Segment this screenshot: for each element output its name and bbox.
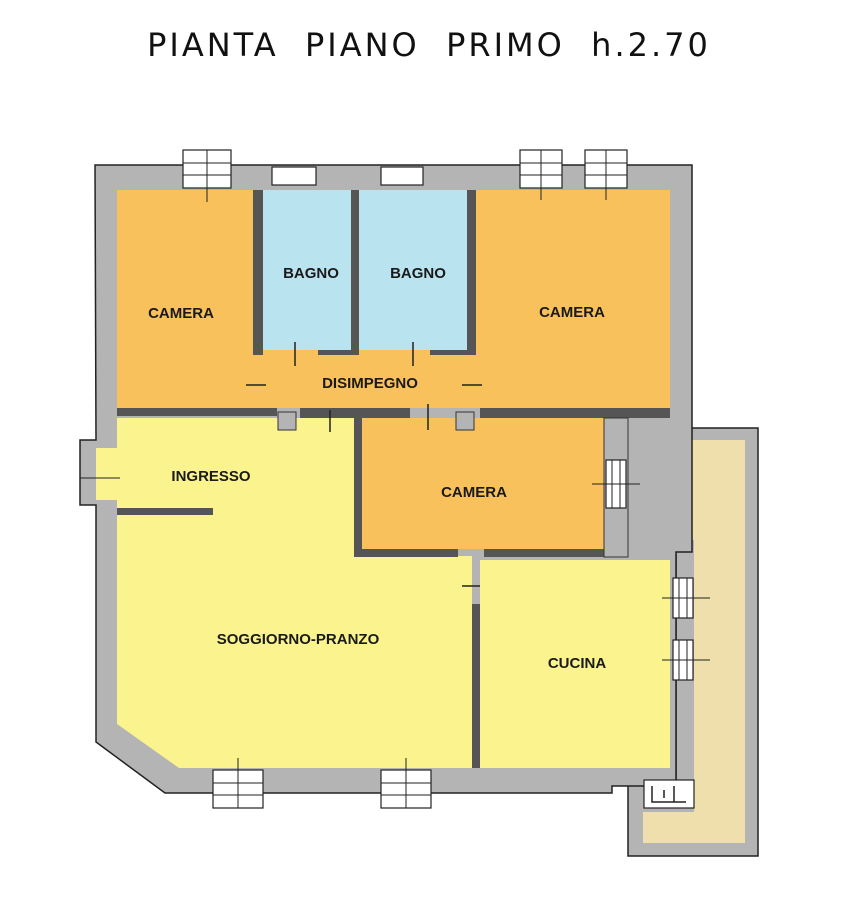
pillar-1: [277, 411, 297, 431]
wall-camera-center-bottom-2: [484, 549, 628, 557]
label-bagno-2: BAGNO: [390, 265, 446, 282]
terrace-floor: [640, 440, 745, 843]
camera-center-room: [362, 418, 604, 549]
label-camera-right: CAMERA: [539, 304, 605, 321]
bagno-2-room: [359, 190, 467, 350]
disimpegno-room: [117, 350, 670, 408]
wall-bagno1-bottom: [318, 350, 351, 355]
label-bagno-1: BAGNO: [283, 265, 339, 282]
window-bagno-2: [380, 166, 424, 186]
label-camera-center: CAMERA: [441, 484, 507, 501]
window-bagno-1: [271, 166, 317, 186]
ingresso-room: [96, 448, 117, 500]
label-ingresso: INGRESSO: [171, 468, 251, 485]
interior-walls: [117, 190, 670, 768]
wall-bagni-left: [253, 190, 263, 355]
label-disimpegno: DISIMPEGNO: [322, 375, 418, 392]
label-camera-left: CAMERA: [148, 305, 214, 322]
plan-title: PIANTA PIANO PRIMO h.2.70: [147, 26, 711, 64]
wall-bagni-right: [467, 190, 476, 355]
pillar-2: [455, 411, 475, 431]
label-cucina: CUCINA: [548, 655, 606, 672]
wall-bagno2-bottom: [430, 350, 467, 355]
window-glazing: [80, 150, 710, 808]
wall-disimpegno-left: [117, 408, 277, 416]
wall-disimpegno-mid: [300, 408, 410, 418]
living-room: [117, 418, 472, 768]
wall-cucina-left: [472, 604, 480, 768]
door-markers: [246, 342, 482, 587]
wall-ingresso: [117, 508, 213, 515]
bagno-1-room: [263, 190, 351, 350]
cucina-room: [480, 560, 670, 768]
utility-box-mark: [651, 786, 686, 803]
wall-bagni-mid: [351, 190, 359, 355]
wall-camera-center-left: [354, 418, 362, 556]
label-soggiorno: SOGGIORNO-PRANZO: [217, 631, 380, 648]
wall-camera-center-bottom: [354, 549, 458, 557]
rooms: [96, 190, 670, 768]
wall-disimpegno-right: [480, 408, 670, 418]
